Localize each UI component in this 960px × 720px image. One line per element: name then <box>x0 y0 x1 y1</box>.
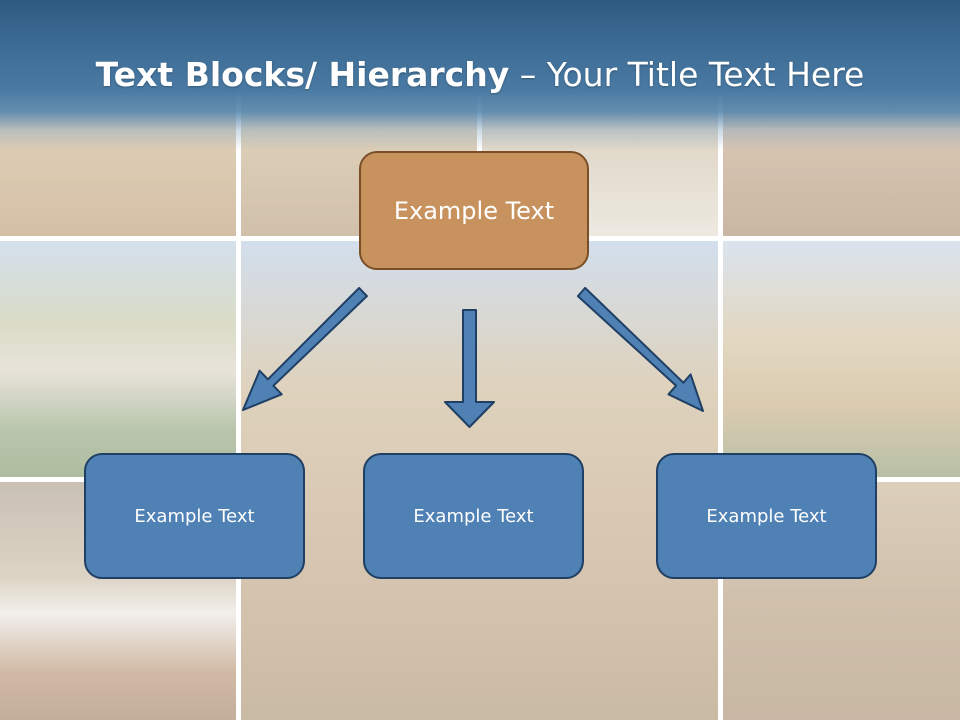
title-bold-part: Text Blocks/ Hierarchy <box>95 55 510 94</box>
arrow-to-left-child <box>242 286 368 411</box>
arrow-to-center-child <box>444 309 495 428</box>
arrow-to-right-child <box>576 286 704 412</box>
child-box-center-label: Example Text <box>413 505 534 527</box>
child-box-left-label: Example Text <box>134 505 255 527</box>
photo-aqueduct <box>241 241 718 720</box>
photo-cathedral <box>723 241 960 477</box>
child-box-left[interactable]: Example Text <box>84 453 305 579</box>
photo-monastery <box>0 241 236 477</box>
child-box-center[interactable]: Example Text <box>363 453 584 579</box>
title-normal-part: – Your Title Text Here <box>509 55 865 94</box>
slide-title: Text Blocks/ Hierarchy – Your Title Text… <box>0 52 960 98</box>
photo-cafe-terrace <box>0 482 236 720</box>
child-box-right[interactable]: Example Text <box>656 453 877 579</box>
top-level-box-label: Example Text <box>393 196 555 225</box>
child-box-right-label: Example Text <box>706 505 827 527</box>
top-level-box[interactable]: Example Text <box>359 151 589 270</box>
title-bar <box>0 0 960 150</box>
